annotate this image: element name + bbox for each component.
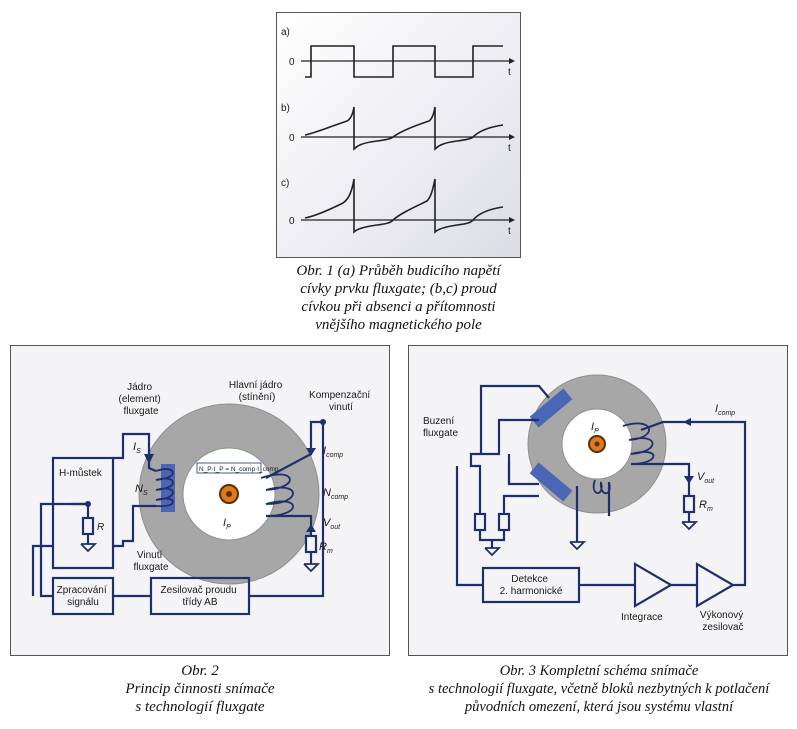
fig3-caption-line-2: s technologií fluxgate, včetně bloků nez… bbox=[428, 681, 770, 697]
power-amp-label: Výkonový zesilovač bbox=[700, 610, 746, 633]
figure-2-caption: Obr. 2 Princip činnosti snímače s techno… bbox=[60, 662, 340, 716]
fluxgate-winding-label: Vinutí fluxgate bbox=[133, 550, 168, 573]
resistor-label: R bbox=[97, 522, 104, 533]
row-b-zero: 0 bbox=[289, 133, 295, 144]
row-a-label: a) bbox=[281, 27, 290, 38]
fig1-caption-line-4: vnějšího magnetického pole bbox=[315, 317, 482, 333]
fig1-caption-line-1: Obr. 1 (a) Průběh budicího napětí bbox=[296, 263, 501, 279]
figure-3-caption: Obr. 3 Kompletní schéma snímače s techno… bbox=[403, 662, 795, 716]
compensation-winding-label: Kompenzační vinutí bbox=[309, 390, 373, 413]
balance-equation: N_P·I_P = N_comp·I_comp bbox=[199, 466, 279, 473]
fig1-caption-line-3: cívkou při absenci a přítomnosti bbox=[301, 299, 496, 315]
ip-label: IP bbox=[591, 421, 599, 435]
row-c-axis: t bbox=[508, 226, 511, 237]
fig2-caption-line-2: Princip činnosti snímače bbox=[125, 681, 275, 697]
fluxgate-element-upper bbox=[529, 388, 573, 428]
row-c-label: c) bbox=[281, 178, 289, 189]
waveform-c: c) 0 t bbox=[281, 178, 515, 237]
fig3-caption-line-1: Obr. 3 Kompletní schéma snímače bbox=[499, 663, 699, 679]
is-label: IS bbox=[133, 441, 141, 455]
h-bridge-label: H-můstek bbox=[59, 467, 103, 479]
detector-label: Detekce 2. harmonické bbox=[500, 574, 563, 597]
row-c-zero: 0 bbox=[289, 216, 295, 227]
integrator-label: Integrace bbox=[621, 612, 663, 623]
complete-sensor-diagram: Buzení fluxgate IP Icomp Vout Rm Detekce… bbox=[423, 374, 747, 633]
rm-label: Rm bbox=[699, 499, 713, 513]
fig2-caption-line-3: s technologií fluxgate bbox=[135, 699, 265, 715]
row-b-label: b) bbox=[281, 103, 290, 114]
figure-1-panel: a) 0 t b) 0 t c) 0 t bbox=[276, 12, 521, 258]
signal-processing-label: Zpracování signálu bbox=[57, 585, 110, 608]
row-a-axis: t bbox=[508, 67, 511, 78]
fluxgate-principle-diagram: N_P·I_P = N_comp·I_comp Jádro (element) … bbox=[31, 380, 373, 616]
ncomp-label: Ncomp bbox=[323, 487, 348, 501]
waveform-a: a) 0 t bbox=[281, 27, 515, 78]
fluxgate-element-lower bbox=[529, 462, 573, 502]
figure-3-panel: Buzení fluxgate IP Icomp Vout Rm Detekce… bbox=[408, 345, 788, 656]
figure-2-panel: N_P·I_P = N_comp·I_comp Jádro (element) … bbox=[10, 345, 390, 656]
waveform-diagram: a) 0 t b) 0 t c) 0 t bbox=[281, 27, 515, 237]
fig3-caption-line-3: původních omezení, která jsou systému vl… bbox=[464, 699, 734, 715]
excitation-label: Buzení fluxgate bbox=[423, 416, 458, 439]
icomp-label: Icomp bbox=[323, 445, 343, 459]
vout-label: Vout bbox=[697, 471, 715, 485]
ns-label: NS bbox=[135, 483, 148, 497]
icomp-label: Icomp bbox=[715, 403, 735, 417]
row-b-axis: t bbox=[508, 143, 511, 154]
fig2-caption-line-1: Obr. 2 bbox=[181, 663, 219, 679]
main-core bbox=[527, 374, 667, 514]
main-core-label: Hlavní jádro (stínění) bbox=[229, 380, 285, 403]
waveform-b: b) 0 t bbox=[281, 103, 515, 154]
figure-1-caption: Obr. 1 (a) Průběh budicího napětí cívky … bbox=[236, 262, 561, 334]
rm-label: Rm bbox=[319, 541, 333, 555]
fluxgate-core-label: Jádro (element) fluxgate bbox=[118, 382, 163, 417]
ip-label: IP bbox=[223, 517, 231, 531]
current-amplifier-label: Zesilovač proudu třídy AB bbox=[161, 585, 240, 608]
vout-label: Vout bbox=[323, 517, 341, 531]
fig1-caption-line-2: cívky prvku fluxgate; (b,c) proud bbox=[300, 281, 497, 297]
row-a-zero: 0 bbox=[289, 57, 295, 68]
